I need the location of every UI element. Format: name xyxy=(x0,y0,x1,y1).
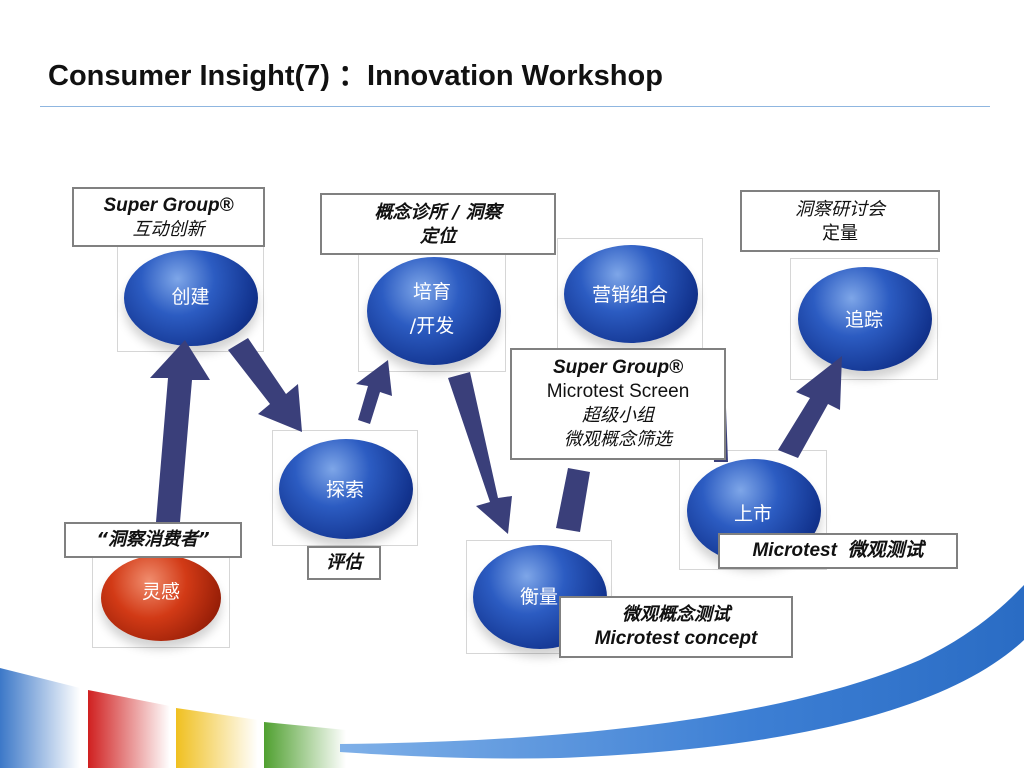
slide-title: Consumer Insight(7) ：Innovation Workshop xyxy=(48,60,663,92)
node-explore: 探索 xyxy=(272,430,418,546)
node-marketing-mix-label: 营销组合 xyxy=(591,284,668,306)
callout-evaluate: 评估 xyxy=(307,546,381,580)
callout-microtest-screen-line4: 微观概念筛选 xyxy=(564,429,672,450)
callout-microtest-screen: Super Group® Microtest Screen 超级小组 微观概念筛… xyxy=(510,348,726,460)
node-cultivate: 培育 /开发 xyxy=(358,250,506,372)
arrow-cultivate-to-measure xyxy=(448,372,512,534)
callout-evaluate-text: 评估 xyxy=(326,552,362,573)
node-inspiration-label: 灵感 xyxy=(141,581,180,603)
node-cultivate-label-1: 培育 xyxy=(412,281,451,303)
node-explore-label: 探索 xyxy=(325,479,364,501)
arrow-inspiration-to-create xyxy=(150,340,210,522)
node-cultivate-label-2: /开发 xyxy=(409,315,455,337)
arrow-measure-to-marketing xyxy=(556,468,590,532)
callout-microtest-concept-line2: Microtest concept xyxy=(594,628,758,649)
band-yellow xyxy=(176,708,258,768)
arrow-explore-to-cultivate xyxy=(356,360,392,424)
callout-microtest-micro: Microtest 微观测试 xyxy=(718,533,958,569)
callout-microtest-screen-line3: 超级小组 xyxy=(582,405,654,426)
callout-microtest-concept: 微观概念测试 Microtest concept xyxy=(559,596,793,658)
callout-insight-workshop-line1: 洞察研讨会 xyxy=(795,199,885,220)
node-launch-label: 上市 xyxy=(733,503,772,525)
callout-insight-consumer: “洞察消费者” xyxy=(64,522,242,558)
callout-insight-workshop: 洞察研讨会 定量 xyxy=(740,190,940,252)
arrow-create-to-explore xyxy=(228,338,302,432)
node-measure-label: 衡量 xyxy=(519,586,558,608)
title-divider xyxy=(40,106,990,107)
callout-concept-clinic: 概念诊所 / 洞察 定位 xyxy=(320,193,556,255)
arrow-launch-to-tracking xyxy=(778,356,842,458)
callout-microtest-screen-line1: Super Group® xyxy=(552,357,684,378)
callout-super-group-interactive-line2: 互动创新 xyxy=(132,219,205,240)
node-create: 创建 xyxy=(117,245,264,352)
node-marketing-mix: 营销组合 xyxy=(557,238,703,350)
band-green xyxy=(264,722,346,768)
callout-concept-clinic-line1: 概念诊所 / 洞察 xyxy=(374,202,502,223)
node-tracking-label: 追踪 xyxy=(844,309,883,331)
explore-sphere xyxy=(279,439,413,539)
create-sphere xyxy=(124,250,258,346)
callout-concept-clinic-line2: 定位 xyxy=(420,226,456,247)
band-blue xyxy=(0,668,80,768)
callout-insight-workshop-line2: 定量 xyxy=(822,223,858,244)
band-red xyxy=(88,690,170,768)
callout-insight-consumer-text: “洞察消费者” xyxy=(96,529,210,550)
callout-super-group-interactive: Super Group® 互动创新 xyxy=(72,187,265,247)
band-swoosh xyxy=(340,585,1024,759)
node-create-label: 创建 xyxy=(171,286,210,308)
callout-microtest-screen-line2: Microtest Screen xyxy=(546,381,690,402)
tracking-sphere xyxy=(798,267,932,371)
callout-microtest-concept-line1: 微观概念测试 xyxy=(622,604,730,625)
marketing-mix-sphere xyxy=(564,245,698,343)
callout-super-group-interactive-line1: Super Group® xyxy=(103,195,234,216)
inspiration-sphere xyxy=(101,555,221,641)
node-tracking: 追踪 xyxy=(790,258,938,380)
cultivate-sphere xyxy=(367,257,501,365)
callout-microtest-micro-text: Microtest 微观测试 xyxy=(752,540,924,561)
